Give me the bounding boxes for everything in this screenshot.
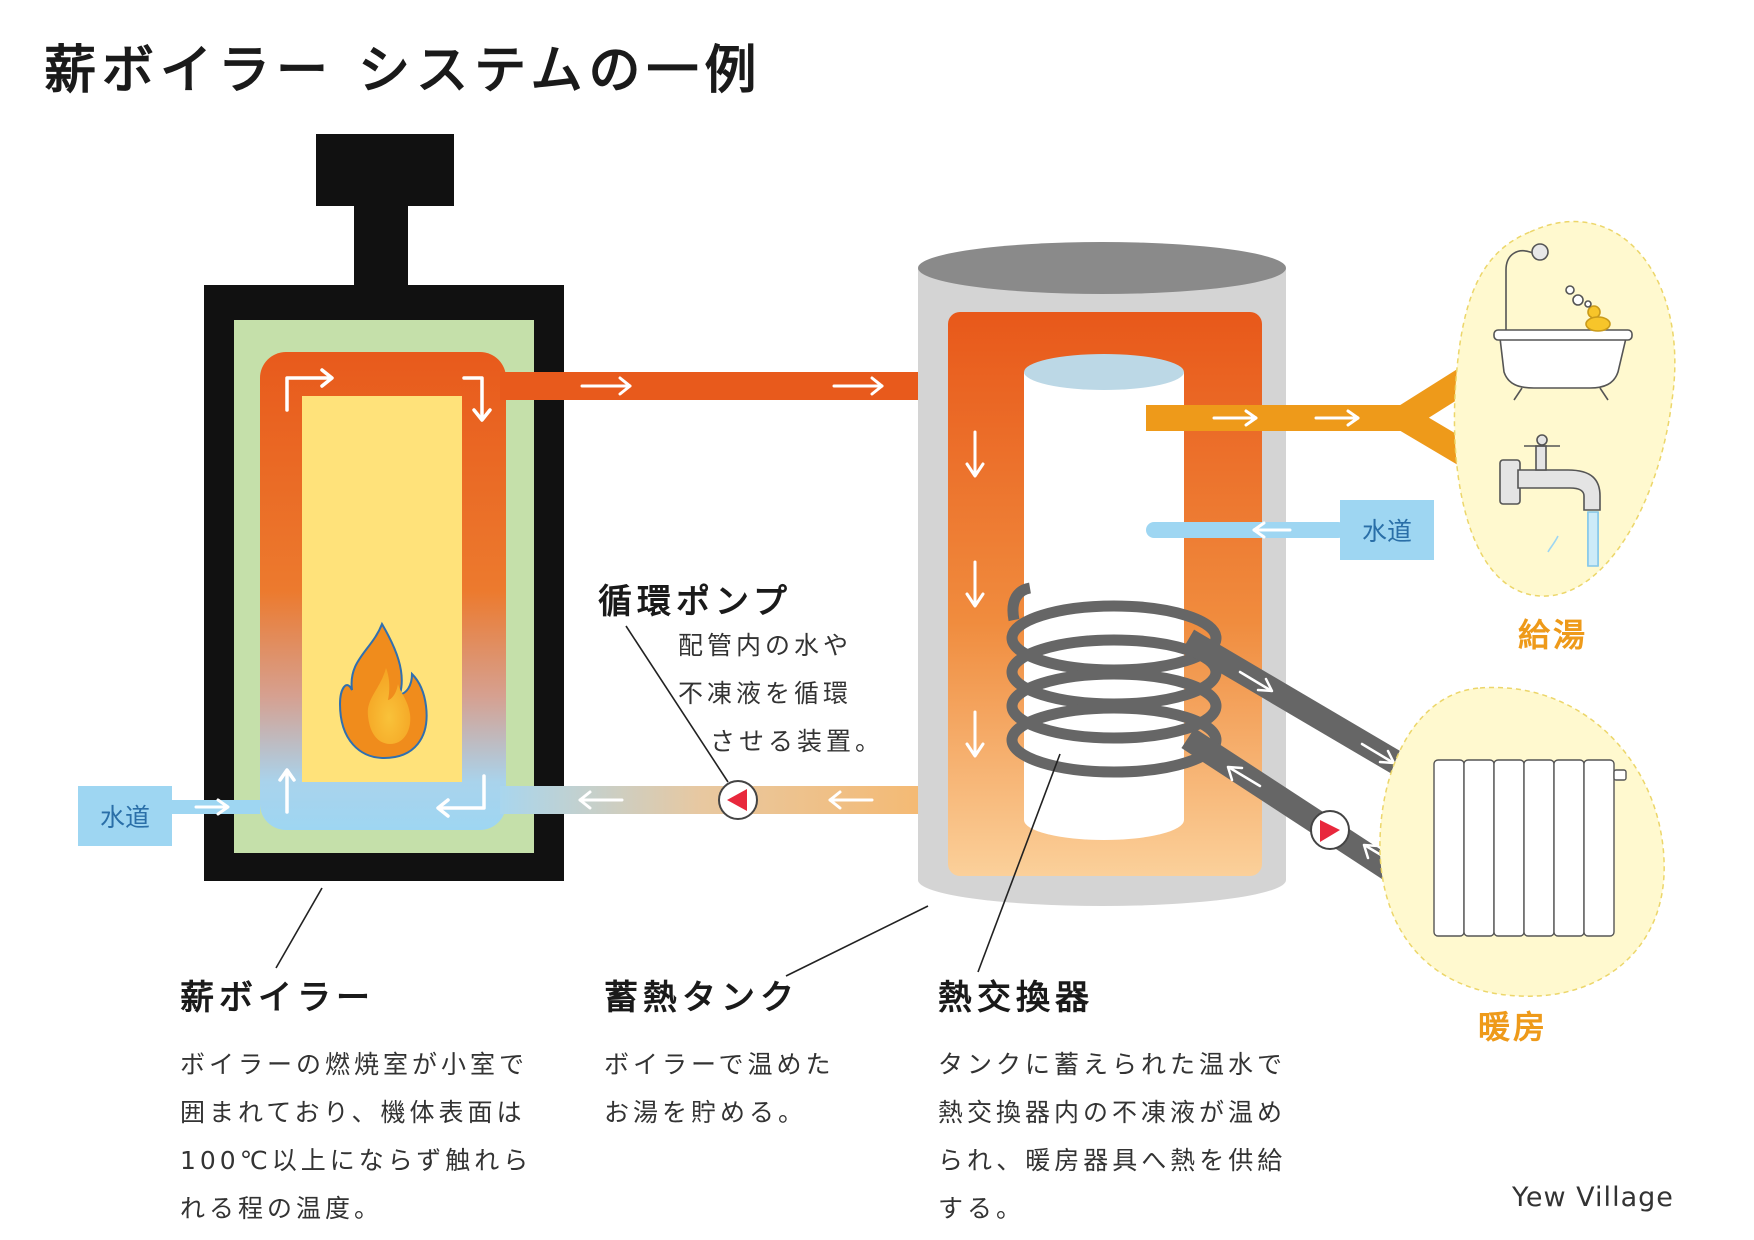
boiler-description: ボイラーの燃焼室が小室で 囲まれており、機体表面は 100℃以上にならず触れら … <box>180 1041 532 1233</box>
flame-inner-icon <box>367 668 411 744</box>
water-main-right-label: 水道 <box>1340 500 1434 560</box>
wood-boiler <box>204 134 564 881</box>
boiler-line-2: 囲まれており、機体表面は <box>180 1098 526 1127</box>
boiler-label: 薪ボイラー ボイラーの燃焼室が小室で 囲まれており、機体表面は 100℃以上にな… <box>180 970 532 1233</box>
tank-flow-arrows <box>965 430 985 758</box>
pump-label: 循環ポンプ <box>598 574 792 623</box>
exchanger-description: タンクに蓄えられた温水で 熱交換器内の不凍液が温め られ、暖房器具へ熱を供給 す… <box>938 1041 1286 1233</box>
faucet-icon <box>1499 434 1601 567</box>
bathtub-icon <box>1493 243 1633 401</box>
tank-label: 蓄熱タンク ボイラーで温めた お湯を貯める。 <box>604 970 835 1137</box>
tank-description: ボイラーで温めた お湯を貯める。 <box>604 1041 835 1137</box>
exchanger-line-3: られ、暖房器具へ熱を供給 <box>938 1146 1287 1175</box>
page-title: 薪ボイラー システムの一例 <box>44 41 763 101</box>
hot-water-outlet <box>1146 405 1206 431</box>
exchanger-title: 熱交換器 <box>938 978 1094 1018</box>
right-pipe-arrows <box>1212 409 1360 539</box>
tank-line-2: お湯を貯める。 <box>604 1098 808 1127</box>
boiler-line-3: 100℃以上にならず触れら <box>180 1146 533 1175</box>
pump-title: 循環ポンプ <box>598 582 792 622</box>
tank-line-1: ボイラーで温めた <box>604 1050 835 1079</box>
water-main-left-label: 水道 <box>78 786 172 846</box>
hot-water-supply-label: 給湯 <box>1518 616 1589 654</box>
exchanger-line-1: タンクに蓄えられた温水で <box>938 1050 1287 1079</box>
heat-exchanger-coil <box>1006 582 1222 778</box>
hot-water-bubble <box>1453 220 1676 597</box>
tank-title: 蓄熱タンク <box>604 978 799 1018</box>
pump-line-2: 不凍液を循環 <box>678 679 853 708</box>
exchanger-label: 熱交換器 タンクに蓄えられた温水で 熱交換器内の不凍液が温め られ、暖房器具へ熱… <box>938 970 1286 1233</box>
pump-line-3: させる装置。 <box>710 727 885 756</box>
credit-text: Yew Village <box>1512 1182 1674 1213</box>
boiler-line-1: ボイラーの燃焼室が小室で <box>180 1050 529 1079</box>
tank-top <box>918 242 1286 294</box>
boiler-circulation-arrows <box>278 368 492 818</box>
exchanger-line-4: する。 <box>938 1194 1026 1223</box>
heating-bubble <box>1379 686 1665 997</box>
radiator-icon <box>1433 759 1627 937</box>
leader-lines <box>275 625 1061 977</box>
exchanger-line-2: 熱交換器内の不凍液が温め <box>938 1098 1287 1127</box>
cylinder-top <box>1024 354 1184 390</box>
cold-water-supply-pipe <box>1146 522 1346 538</box>
boiler-line-4: れる程の温度。 <box>180 1194 384 1223</box>
heating-pump-icon <box>1310 810 1350 850</box>
chimney-cap <box>316 134 454 206</box>
heating-label: 暖房 <box>1478 1008 1549 1046</box>
hot-water-cylinder <box>1024 372 1184 820</box>
pump-description: 配管内の水や 不凍液を循環 させる装置。 <box>678 622 884 766</box>
boiler-title: 薪ボイラー <box>180 978 375 1018</box>
pipe-flow-arrows <box>194 376 884 816</box>
circulation-pump-icon <box>718 780 758 820</box>
chimney <box>354 200 408 286</box>
pump-line-1: 配管内の水や <box>678 631 853 660</box>
heat-storage-tank <box>918 242 1286 906</box>
